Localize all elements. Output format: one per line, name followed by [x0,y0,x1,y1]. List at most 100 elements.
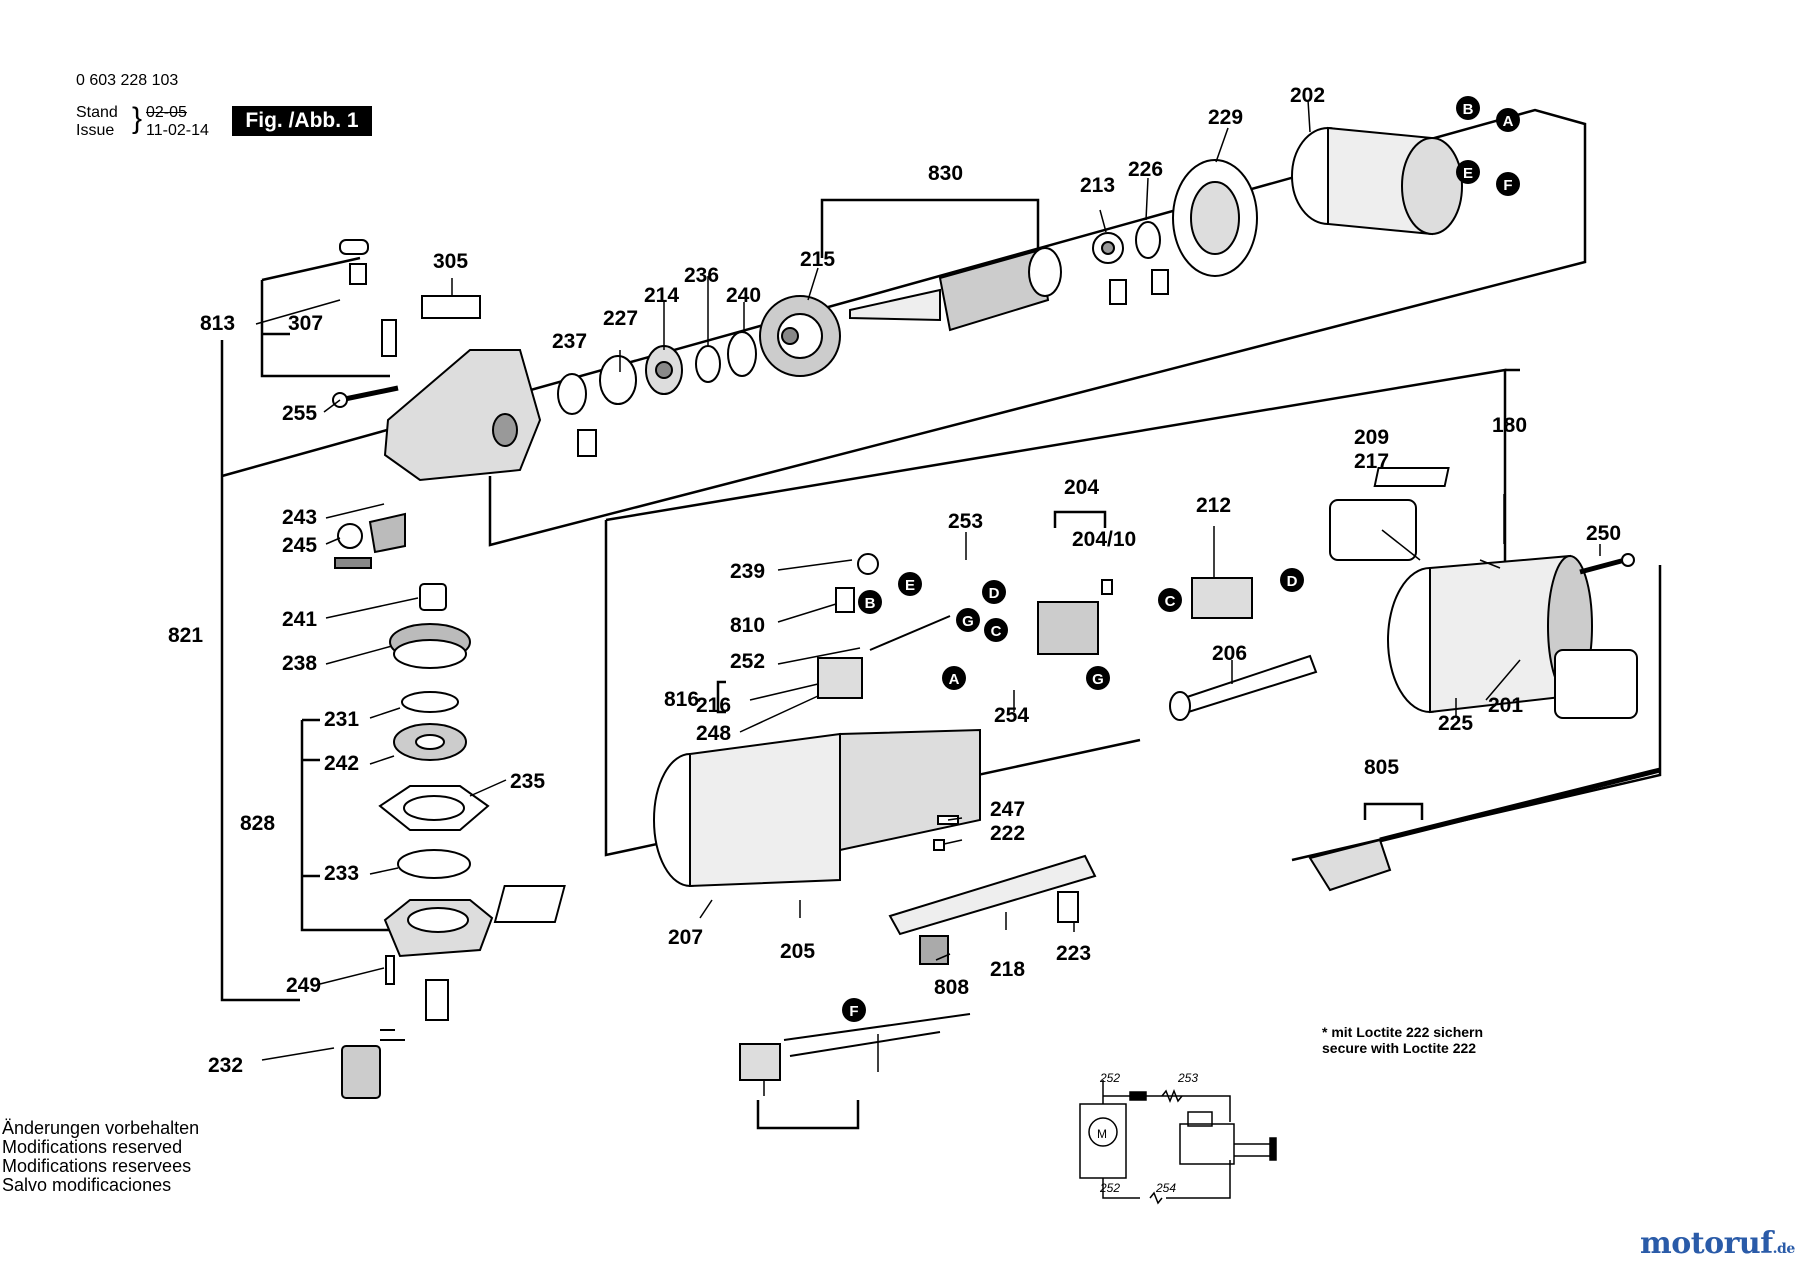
svg-text:D: D [1287,573,1298,590]
part-number-830: 830 [928,162,963,185]
gear-housing [383,349,542,482]
logo-tld: .de [1772,1241,1796,1257]
switch-slide-222 [888,854,1097,936]
part-number-205: 205 [780,940,815,963]
stator-rear [1401,137,1463,235]
part-number-238: 238 [282,652,317,675]
ring-226 [1135,221,1161,259]
bracket-830 [820,198,1040,258]
label-808 [493,885,566,923]
part-number-207: 207 [668,926,703,949]
collet-232 [341,1045,381,1099]
svg-text:D: D [989,585,1000,602]
seal-ring-233 [397,849,471,879]
note-es: Salvo modificaciones [2,1175,172,1195]
part-number-810: 810 [730,614,765,637]
svg-text:A: A [949,671,960,688]
part-number-235: 235 [510,770,545,793]
svg-text:C: C [991,623,1002,640]
part-number-237: 237 [552,330,587,353]
part-number-248: 248 [696,722,731,745]
note-en: Modifications reserved [2,1137,183,1157]
pin-307 [381,319,397,357]
clip-226 [1151,269,1169,295]
modification-notes: Änderungen vorbehalten Modifications res… [2,1119,199,1195]
screw-249 [385,955,395,985]
brand-logo[interactable]: motoruf.de [1640,1226,1795,1261]
bracket-205 [1363,802,1424,820]
note-fr: Modifications reservees [2,1156,192,1176]
connector-g-mid: G [956,608,980,632]
part-number-225: 225 [1438,712,1473,735]
connector-b-top: B [1456,96,1480,120]
ring-237 [557,373,587,415]
connector-a-top: A [1496,108,1520,132]
connector-d-mid: D [982,580,1006,604]
pinion-243 [368,512,406,554]
clip-213 [1109,279,1127,305]
schem-label-252-top: 252 [1099,1071,1120,1085]
loctite-note: * mit Loctite 222 sichern secure with Lo… [1322,1024,1483,1056]
spindle [425,979,449,1021]
part-number-236: 236 [684,264,719,287]
wire-252-lower [783,1013,971,1041]
part-number-252: 252 [730,650,765,673]
connector-f-top: F [1496,172,1520,196]
date-new: 11-02-14 [146,122,209,139]
logo-text: motoruf [1640,1226,1773,1261]
part-number-231: 231 [324,708,359,731]
svg-text:B: B [865,595,876,612]
part-number-213: 213 [1080,174,1115,197]
connector-a-mid: A [942,666,966,690]
suppressor-212 [1191,577,1253,619]
part-number-204-10: 204/10 [1072,528,1136,551]
ring-236 [695,345,721,383]
figure-label: Fig. /Abb. 1 [232,106,372,136]
motor-housing-body [689,732,841,888]
circlip-231 [401,691,459,713]
part-number-247: 247 [990,798,1025,821]
ring-240 [727,331,757,377]
screw-247 [933,839,945,851]
part-number-215: 215 [800,248,835,271]
svg-text:E: E [1463,165,1473,182]
part-number-239: 239 [730,560,765,583]
switch-204 [1037,601,1099,655]
cable-205 [1379,767,1661,843]
svg-text:G: G [962,613,974,630]
terminal-216 [817,657,863,699]
connector-e-mid: E [898,572,922,596]
needle-bearing-241 [419,583,447,611]
bracket-828 [300,718,420,932]
part-number-249: 249 [286,974,321,997]
part-number-250: 250 [1586,522,1621,545]
part-number-218: 218 [990,958,1025,981]
part-number-816: 816 [664,688,699,711]
wiring-schematic [1079,1080,1277,1205]
part-number-821: 821 [168,624,203,647]
label-209-lower [1554,649,1638,719]
screw-204-10 [1101,579,1113,595]
svg-text:E: E [905,577,915,594]
part-number-253: 253 [948,510,983,533]
part-number-243: 243 [282,506,317,529]
doc-number: 0 603 228 103 [76,72,179,89]
label-209-217 [1329,499,1417,561]
part-number-241: 241 [282,608,317,631]
issue-label: Issue [76,122,115,139]
part-number-204: 204 [1064,476,1099,499]
part-number-307: 307 [288,312,323,335]
button-223 [919,935,949,965]
brace-mark: } [132,102,143,135]
part-number-206: 206 [1212,642,1247,665]
svg-text:A: A [1503,113,1514,130]
armature-shaft [849,288,941,322]
svg-text:F: F [849,1003,858,1020]
note-de: Änderungen vorbehalten [2,1118,200,1138]
sleeve-227 [599,355,637,405]
spring-218 [1057,891,1079,923]
armature-core [938,248,1050,332]
nut-245 [337,523,363,549]
bracket-821 [220,340,300,1002]
